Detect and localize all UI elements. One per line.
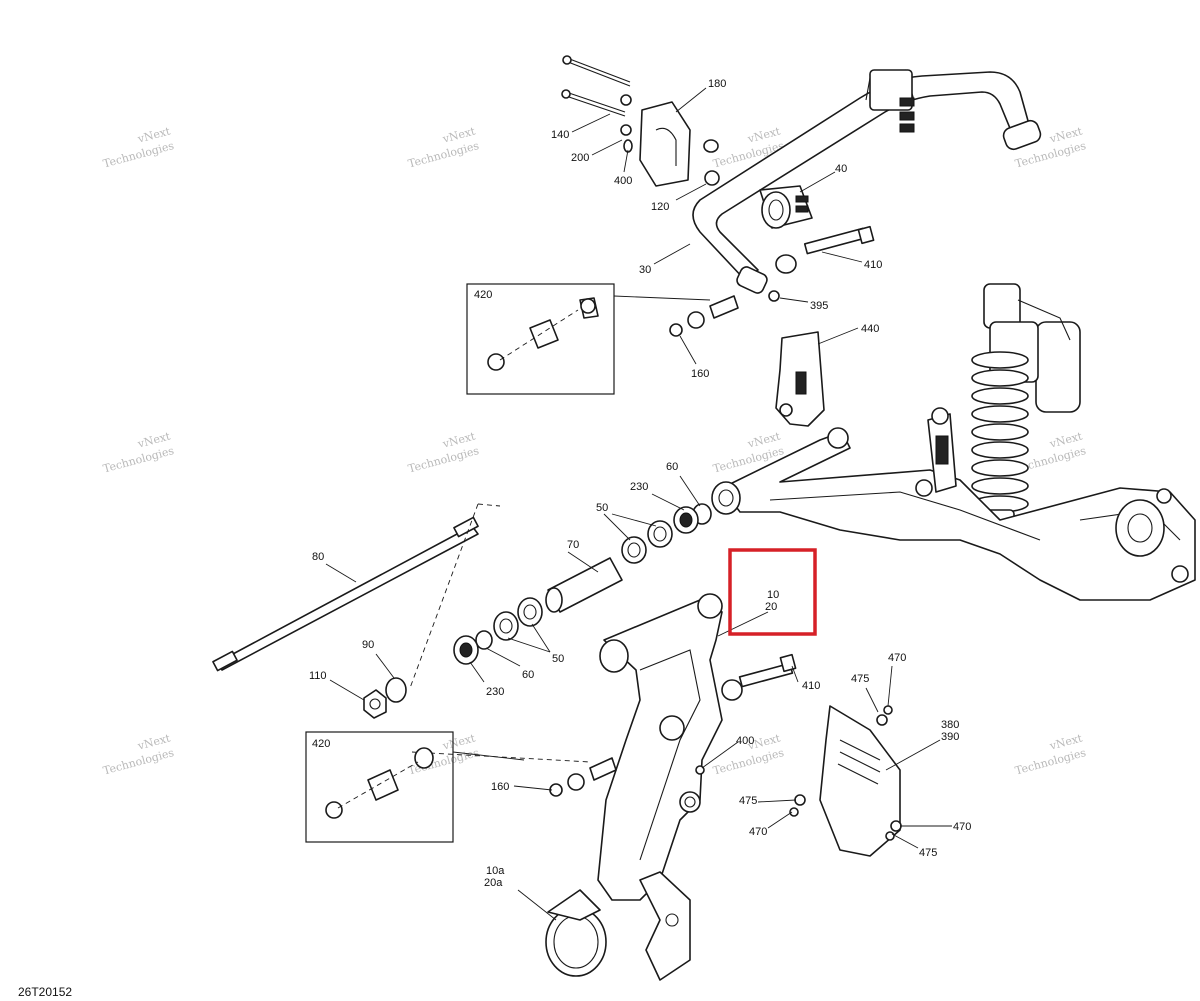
callout-50: 50 bbox=[596, 502, 608, 514]
inset-label: 420 bbox=[474, 289, 492, 301]
lower-a-arm bbox=[597, 593, 723, 901]
callout-60: 60 bbox=[666, 461, 678, 473]
callout-200: 200 bbox=[571, 152, 589, 164]
inset-420-lower: 420 bbox=[305, 731, 454, 843]
knuckle bbox=[545, 871, 691, 981]
diagram-reference-number: 26T20152 bbox=[18, 985, 72, 999]
callout-160: 160 bbox=[691, 368, 709, 380]
callout-120: 120 bbox=[651, 201, 669, 213]
bearing-stack-upper bbox=[621, 503, 712, 564]
bearing-stack-lower bbox=[453, 597, 543, 665]
callout-230: 230 bbox=[630, 481, 648, 493]
callout-10: 10 bbox=[767, 589, 779, 601]
sleeve-70 bbox=[545, 557, 623, 613]
inset-420-upper: 420 bbox=[466, 283, 711, 395]
callout-475: 475 bbox=[739, 795, 757, 807]
callout-470: 470 bbox=[953, 821, 971, 833]
callout-395: 395 bbox=[810, 300, 828, 312]
callout-110: 110 bbox=[309, 670, 327, 682]
pin-hardware-upper bbox=[669, 295, 739, 337]
callout-400: 400 bbox=[736, 735, 754, 747]
callout-80: 80 bbox=[312, 551, 324, 563]
callout-475: 475 bbox=[919, 847, 937, 859]
callout-160: 160 bbox=[491, 781, 509, 793]
callout-440: 440 bbox=[861, 323, 879, 335]
upper-a-arm bbox=[711, 427, 1196, 601]
callout-70: 70 bbox=[567, 539, 579, 551]
callout-410: 410 bbox=[864, 259, 882, 271]
callout-400: 400 bbox=[614, 175, 632, 187]
callout-20a: 20a bbox=[484, 877, 503, 889]
callout-470: 470 bbox=[888, 652, 906, 664]
leader-lines bbox=[325, 87, 952, 921]
pin-hardware-lower bbox=[411, 751, 705, 797]
bushing-40 bbox=[759, 185, 813, 229]
callout-10a: 10a bbox=[486, 865, 505, 877]
callout-140: 140 bbox=[551, 129, 569, 141]
callout-390: 390 bbox=[941, 731, 959, 743]
guard-380-390 bbox=[789, 705, 902, 857]
callout-475: 475 bbox=[851, 673, 869, 685]
callout-60: 60 bbox=[522, 669, 534, 681]
inset-label: 420 bbox=[312, 738, 330, 750]
link-440 bbox=[775, 331, 825, 427]
highlight-box bbox=[728, 548, 817, 636]
bolt-410-lower bbox=[721, 653, 797, 701]
callout-380: 380 bbox=[941, 719, 959, 731]
callout-50: 50 bbox=[552, 653, 564, 665]
callout-20: 20 bbox=[765, 601, 777, 613]
callout-90: 90 bbox=[362, 639, 374, 651]
callout-410: 410 bbox=[802, 680, 820, 692]
shaft-80 bbox=[212, 516, 479, 672]
callout-180: 180 bbox=[708, 78, 726, 90]
sway-bar bbox=[692, 69, 1042, 294]
bracket-180 bbox=[561, 55, 720, 187]
callout-230: 230 bbox=[486, 686, 504, 698]
callout-30: 30 bbox=[639, 264, 651, 276]
callout-labels: 180 140 200 400 120 40 410 30 395 160 44… bbox=[309, 78, 971, 889]
nut-and-washer bbox=[363, 503, 501, 719]
callout-40: 40 bbox=[835, 163, 847, 175]
callout-470: 470 bbox=[749, 826, 767, 838]
link-rod bbox=[915, 407, 957, 497]
bolt-410-upper bbox=[768, 225, 875, 302]
